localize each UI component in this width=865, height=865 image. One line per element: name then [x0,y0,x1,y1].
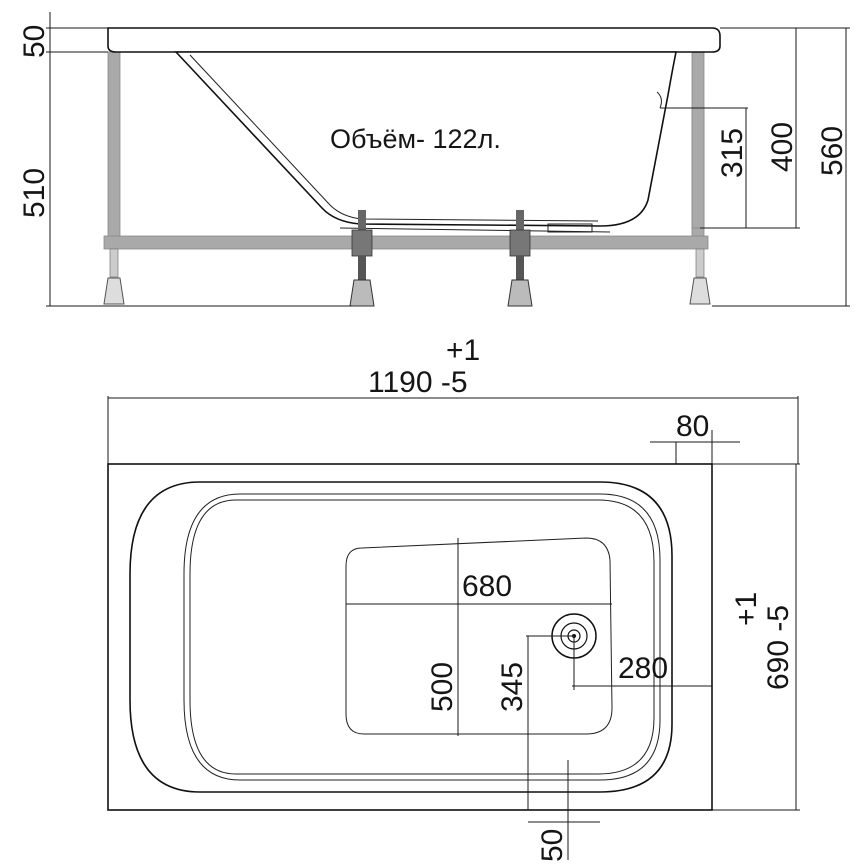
length-dimension: 1190 -5 [368,366,468,399]
tub-basin-inner [183,493,661,781]
width-tolerance-plus: +1 [730,592,763,626]
dim-frame-height: 510 [18,168,51,218]
tub-basin-step [189,499,655,775]
dim-floor-length: 680 [462,570,512,603]
frame-support-bar [691,107,705,229]
leg-center-left [349,210,375,307]
tub-body-profile [174,51,677,227]
dim-depth-315: 315 [716,128,749,178]
leg-center-right [507,210,533,307]
drain-fitting [547,223,593,233]
frame-post-left [107,51,121,238]
dim-edge-offset: 50 [536,829,569,862]
dim-rim-offset: 80 [676,410,709,443]
dim-drain-offset-y: 345 [496,662,529,712]
top-view: +1 1190 -5 80 680 500 345 [107,334,800,862]
tub-floor [345,537,613,735]
dim-depth-400: 400 [766,122,799,172]
tub-basin-outer [129,481,673,793]
width-dimension: 690 -5 [762,605,795,690]
frame-beam [103,235,709,250]
tub-rim [107,27,721,53]
volume-label: Объём- 122л. [330,124,501,154]
length-tolerance-plus: +1 [446,334,480,367]
dim-rim-height: 50 [18,25,51,58]
side-view: Объём- 122л. 50 510 315 400 560 [18,12,850,307]
tub-bottom-line [339,227,611,233]
overflow-fitting [656,91,662,109]
dim-floor-width: 500 [426,662,459,712]
foot-left [103,248,125,305]
foot-right [689,248,711,305]
dim-drain-offset-x: 280 [618,652,668,685]
dim-total-height: 560 [816,126,849,176]
